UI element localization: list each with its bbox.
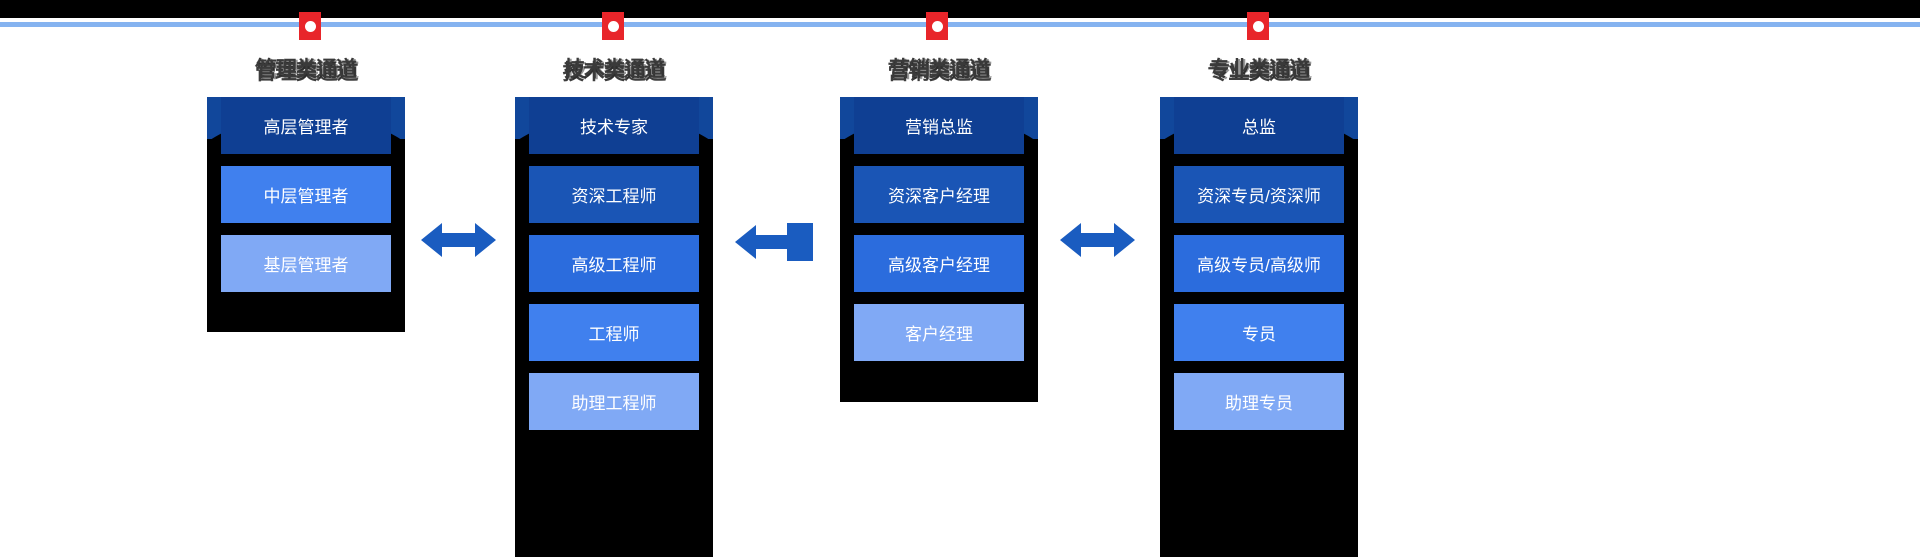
level-label: 技术专家 — [580, 118, 648, 137]
channel-title-technical: 技术类通道技术类通道技术类通道 — [515, 53, 713, 84]
marker-dot-icon — [304, 20, 316, 32]
timeline-marker-4[interactable] — [1247, 12, 1269, 40]
level-block-professional-3[interactable]: 高级专员/高级师 — [1174, 235, 1344, 292]
timeline-rule — [0, 22, 1920, 27]
channel-title-management: 管理类通道管理类通道管理类通道 — [207, 53, 405, 84]
level-label: 客户经理 — [905, 325, 973, 344]
career-path-diagram: 管理类通道管理类通道管理类通道高层管理者中层管理者基层管理者技术类通道技术类通道… — [0, 27, 1920, 557]
channel-title-text: 专业类通道 — [1209, 58, 1310, 81]
channel-title-ghost-back: 营销类通道 — [891, 59, 992, 82]
level-block-marketing-4[interactable]: 客户经理 — [854, 304, 1024, 361]
channel-title-ghost-front: 专业类通道 — [1207, 61, 1312, 84]
level-label: 专员 — [1242, 325, 1276, 344]
channel-management: 管理类通道管理类通道管理类通道高层管理者中层管理者基层管理者 — [207, 27, 405, 551]
level-block-management-1[interactable]: 高层管理者 — [221, 97, 391, 154]
level-block-marketing-2[interactable]: 资深客户经理 — [854, 166, 1024, 223]
level-label: 资深专员/资深师 — [1197, 187, 1321, 206]
level-label: 营销总监 — [905, 118, 973, 137]
channel-title-text: 技术类通道 — [564, 58, 665, 81]
level-label: 资深客户经理 — [888, 187, 990, 206]
channel-title-text: 管理类通道 — [256, 58, 357, 81]
channel-title-ghost-front: 技术类通道 — [562, 61, 667, 84]
level-label: 助理专员 — [1225, 394, 1293, 413]
top-black-bar — [0, 0, 1920, 18]
level-label: 高层管理者 — [263, 118, 349, 137]
timeline-marker-1[interactable] — [299, 12, 321, 40]
level-block-management-2[interactable]: 中层管理者 — [221, 166, 391, 223]
timeline-marker-3[interactable] — [926, 12, 948, 40]
level-block-technical-2[interactable]: 资深工程师 — [529, 166, 699, 223]
level-block-technical-3[interactable]: 高级工程师 — [529, 235, 699, 292]
channel-title-professional: 专业类通道专业类通道专业类通道 — [1160, 53, 1358, 84]
connector-arrow-mktg-prof — [1060, 223, 1135, 257]
level-block-technical-4[interactable]: 工程师 — [529, 304, 699, 361]
timeline-marker-2[interactable] — [602, 12, 624, 40]
channel-title-ghost-front: 管理类通道 — [254, 61, 359, 84]
level-block-technical-1[interactable]: 技术专家 — [529, 97, 699, 154]
level-label: 资深工程师 — [571, 187, 657, 206]
level-block-professional-2[interactable]: 资深专员/资深师 — [1174, 166, 1344, 223]
level-label: 高级专员/高级师 — [1197, 256, 1321, 275]
marker-dot-icon — [931, 20, 943, 32]
level-block-marketing-1[interactable]: 营销总监 — [854, 97, 1024, 154]
channel-title-ghost-back: 专业类通道 — [1211, 59, 1312, 82]
connector-arrow-tech-mktg — [735, 223, 813, 261]
connector-arrow-mgmt-tech — [421, 223, 496, 257]
level-label: 助理工程师 — [571, 394, 657, 413]
level-label: 工程师 — [588, 325, 640, 344]
channel-technical: 技术类通道技术类通道技术类通道技术专家资深工程师高级工程师工程师助理工程师 — [515, 27, 713, 557]
level-label: 总监 — [1242, 118, 1276, 137]
channel-title-ghost-back: 技术类通道 — [566, 59, 667, 82]
marker-dot-icon — [1252, 20, 1264, 32]
channel-title-ghost-back: 管理类通道 — [258, 59, 359, 82]
level-block-marketing-3[interactable]: 高级客户经理 — [854, 235, 1024, 292]
marker-dot-icon — [607, 20, 619, 32]
level-label: 中层管理者 — [263, 187, 349, 206]
channel-frame-management — [207, 123, 405, 332]
level-block-technical-5[interactable]: 助理工程师 — [529, 373, 699, 430]
level-block-professional-5[interactable]: 助理专员 — [1174, 373, 1344, 430]
level-label: 高级客户经理 — [888, 256, 990, 275]
channel-title-text: 营销类通道 — [889, 58, 990, 81]
level-label: 基层管理者 — [263, 256, 349, 275]
level-block-management-3[interactable]: 基层管理者 — [221, 235, 391, 292]
level-block-professional-4[interactable]: 专员 — [1174, 304, 1344, 361]
channel-title-marketing: 营销类通道营销类通道营销类通道 — [840, 53, 1038, 84]
channel-title-ghost-front: 营销类通道 — [887, 61, 992, 84]
level-label: 高级工程师 — [571, 256, 657, 275]
channel-marketing: 营销类通道营销类通道营销类通道营销总监资深客户经理高级客户经理客户经理 — [840, 27, 1038, 551]
channel-professional: 专业类通道专业类通道专业类通道总监资深专员/资深师高级专员/高级师专员助理专员 — [1160, 27, 1358, 557]
level-block-professional-1[interactable]: 总监 — [1174, 97, 1344, 154]
